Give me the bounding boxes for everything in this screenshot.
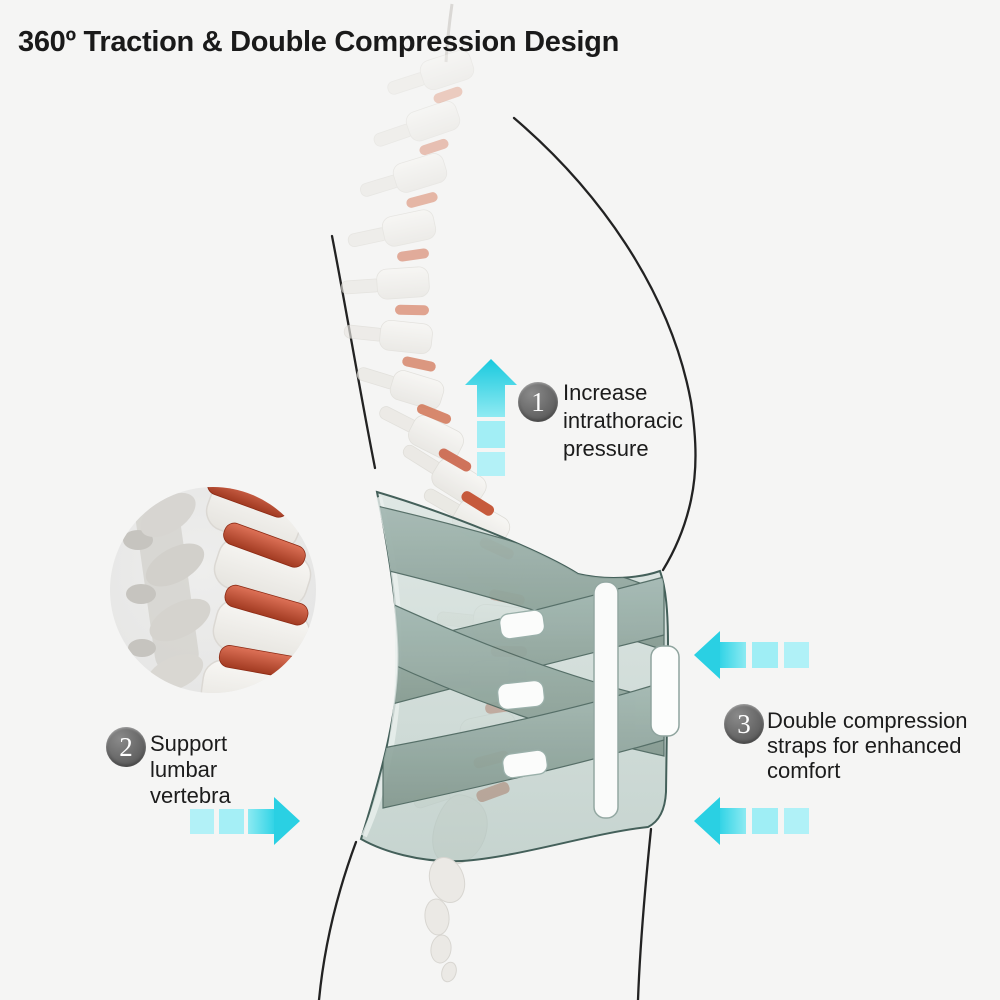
callout-1-line-3: pressure <box>563 436 649 461</box>
torso-outline <box>317 116 697 1000</box>
callout-text-1: Increase intrathoracic pressure <box>563 379 683 463</box>
chest-belly-line <box>512 116 697 572</box>
belt-side-buckle <box>650 645 680 737</box>
callout-number-badge-3: 3 <box>724 704 764 744</box>
callout-number-3: 3 <box>737 708 751 739</box>
page-title: 360º Traction & Double Compression Desig… <box>18 26 619 58</box>
left-arrow-icon-top <box>694 631 809 679</box>
callout-text-2: Support lumbar vertebra <box>150 731 231 809</box>
callout-text-3: Double compression straps for enhanced c… <box>767 708 968 783</box>
callout-1-line-1: Increase <box>563 380 648 405</box>
support-belt <box>359 490 680 863</box>
thigh-line <box>636 827 653 1000</box>
callout-number-badge-1: 1 <box>518 382 558 422</box>
callout-2-line-3: vertebra <box>150 783 231 808</box>
callout-2-line-1: Support <box>150 731 228 756</box>
callout-number-badge-2: 2 <box>106 727 146 767</box>
belt-vertical-strap <box>593 581 619 819</box>
lumbar-inset-circle <box>110 487 316 693</box>
callout-number-2: 2 <box>119 731 133 762</box>
callout-3-line-2: straps for enhanced <box>767 733 962 758</box>
callout-3-line-1: Double compression <box>767 708 968 733</box>
callout-1-line-2: intrathoracic <box>563 408 683 433</box>
back-line <box>330 234 377 470</box>
left-arrow-icon-bottom <box>694 797 809 845</box>
buttock-line <box>317 840 358 1000</box>
callout-3-line-3: comfort <box>767 758 841 783</box>
callout-2-line-2: lumbar <box>150 757 218 782</box>
belt-center-buckles <box>497 609 548 779</box>
right-arrow-icon <box>190 797 300 845</box>
callout-number-1: 1 <box>531 386 545 417</box>
tailbone <box>424 857 466 983</box>
up-arrow-icon <box>465 359 517 476</box>
